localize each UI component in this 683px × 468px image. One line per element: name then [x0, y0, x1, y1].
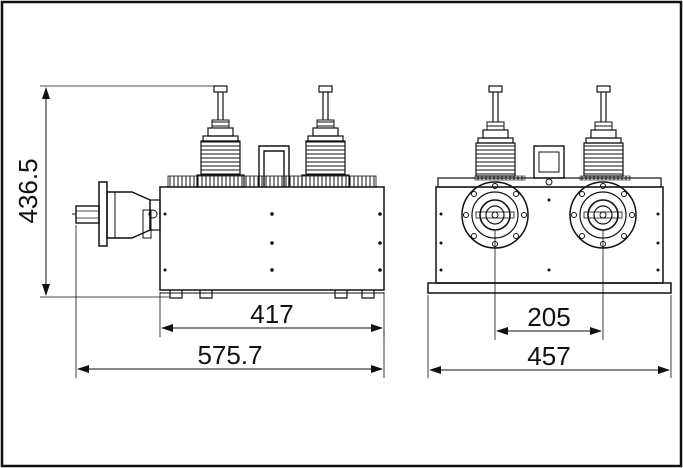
dim-body-length	[159, 292, 385, 337]
dim-pole-spacing	[494, 230, 604, 340]
dim-height	[40, 85, 214, 298]
side-lifting-handle	[258, 145, 290, 187]
side-pole-left	[196, 85, 245, 188]
side-mechanism	[72, 181, 161, 247]
front-view: 205 457	[427, 85, 672, 378]
dim-total-length	[75, 225, 385, 378]
side-feet	[160, 290, 384, 299]
front-lifting-handle	[533, 145, 565, 186]
front-pole-right	[583, 85, 624, 177]
side-main-box	[159, 186, 385, 291]
dim-total-length-label: 575.7	[197, 340, 262, 370]
dim-pole-spacing-label: 205	[527, 302, 570, 332]
dim-front-width-label: 457	[527, 341, 570, 371]
front-bolts	[439, 198, 660, 272]
dim-front-width	[427, 295, 672, 378]
side-view: 436.5 417 575.7	[13, 85, 385, 378]
side-pole-right	[301, 85, 350, 188]
front-base-plate	[427, 282, 672, 294]
dim-body-length-label: 417	[250, 299, 293, 329]
side-cooling-fins	[167, 175, 377, 188]
side-bolts	[163, 212, 382, 272]
dim-height-label: 436.5	[13, 158, 43, 223]
front-pole-left	[475, 85, 516, 177]
